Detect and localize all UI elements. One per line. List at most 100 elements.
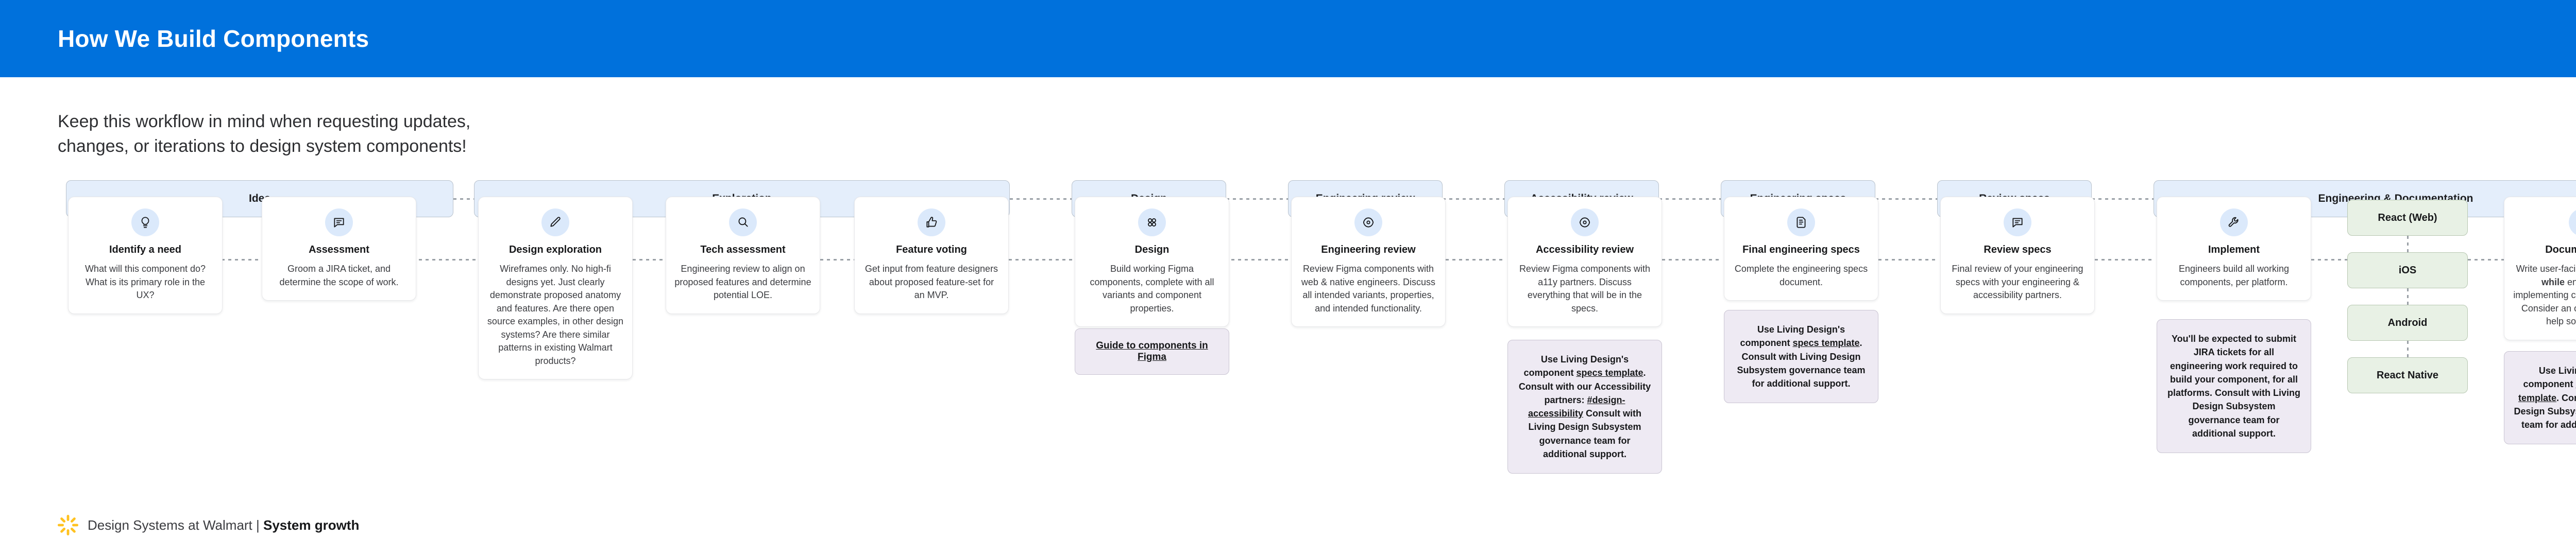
card-title: Engineering review [1321,244,1416,255]
document-icon [1787,208,1815,236]
card-title: Design [1134,244,1170,255]
link-pill-label: Guide to components in Figma [1096,340,1208,362]
card-identify-a-need[interactable]: Identify a need What will this component… [68,197,223,314]
card-assessment[interactable]: Assessment Groom a JIRA ticket, and dete… [262,197,416,301]
pencil-icon [541,208,569,236]
comment-lines-icon [2004,208,2031,236]
document-icon [2569,208,2576,236]
chip-label: React Native [2376,369,2439,381]
chip-label: React (Web) [2378,212,2437,223]
card-body: Get input from feature designers about p… [865,264,998,301]
footer-bold: System growth [263,517,360,533]
card-body: Write user-facing documentation while en… [2513,263,2576,328]
eye-target-icon [1354,208,1382,236]
phase-connector [1443,198,1504,200]
phase-connector [453,198,474,200]
card-implement[interactable]: Implement Engineers build all working co… [2157,197,2311,301]
specs-template-link[interactable]: specs template [1576,368,1643,378]
footer-prefix: Design Systems at Walmart | [88,517,263,533]
node-connector [1662,259,1720,260]
platform-chip-android[interactable]: Android [2347,305,2468,341]
node-connector [2311,259,2347,260]
card-body: Complete the engineering specs document. [1734,264,1868,287]
card-body: Final review of your engineering specs w… [1952,264,2083,301]
note-seg-3: Consult with Living Design Subsystem gov… [1528,408,1642,459]
phase-connector [1226,198,1288,200]
node-connector [1009,259,1076,260]
doc-body-post: engineers are implementing coded compone… [2513,276,2576,327]
intro-line-2: changes, or iterations to design system … [58,136,467,157]
guide-to-components-in-figma-link[interactable]: Guide to components in Figma [1075,328,1229,375]
node-connector [412,259,479,260]
card-documentation[interactable]: Documentation Write user-facing document… [2504,197,2576,340]
design-accessibility-channel-link[interactable]: #design-accessibility [1528,394,1625,419]
card-body: Groom a JIRA ticket, and determine the s… [279,264,399,287]
card-title: Identify a need [109,244,182,255]
workflow-board: Idea Exploration Design Engineering revi… [0,170,2576,479]
card-title: Design exploration [509,244,602,255]
card-design-exploration[interactable]: Design exploration Wireframes only. No h… [478,197,633,380]
chip-label: Android [2387,317,2428,328]
comment-lines-icon [325,208,353,236]
card-feature-voting[interactable]: Feature voting Get input from feature de… [854,197,1009,314]
platform-chip-ios[interactable]: iOS [2347,252,2468,288]
card-review-specs[interactable]: Review specs Final review of your engine… [1940,197,2095,314]
note-engineering-specs[interactable]: Use Living Design's component specs temp… [1724,310,1878,404]
note-implement-jira[interactable]: You'll be expected to submit JIRA ticket… [2157,319,2311,454]
card-title: Tech assessment [700,244,786,255]
card-final-engineering-specs[interactable]: Final engineering specs Complete the eng… [1724,197,1878,301]
node-connector [222,259,263,260]
card-title: Final engineering specs [1742,244,1860,255]
node-connector [2095,259,2153,260]
note-seg-2: . Consult with Living Design Subsystem g… [2514,392,2576,430]
card-accessibility-review[interactable]: Accessibility review Review Figma compon… [1507,197,1662,327]
page-title: How We Build Components [58,25,369,52]
chip-connector [2407,236,2409,252]
note-seg-1: Use Living Design's component [2523,366,2576,390]
card-title: Feature voting [896,244,967,255]
doc-body-bold: while [2541,276,2565,287]
node-connector [820,259,861,260]
note-accessibility-specs[interactable]: Use Living Design's component specs temp… [1507,340,1662,474]
node-connector [1446,259,1503,260]
walmart-spark-icon [58,515,78,535]
node-connector [1878,259,1936,260]
platform-chip-react-native[interactable]: React Native [2347,357,2468,393]
magnifier-icon [729,208,757,236]
card-design[interactable]: Design Build working Figma components, c… [1075,197,1229,327]
phase-connector [1875,198,1937,200]
node-connector [633,259,674,260]
note-seg-2: . Consult with our Accessibility partner… [1518,368,1651,405]
card-body: Build working Figma components, complete… [1090,264,1214,314]
wrench-icon [2220,208,2248,236]
specs-template-link[interactable]: specs template [1792,338,1860,349]
card-body: Engineering review to align on proposed … [674,264,811,301]
phase-connector [2092,198,2154,200]
eye-target-icon [1571,208,1599,236]
node-connector [2468,259,2504,260]
card-body: What will this component do? What is its… [84,264,206,301]
note-seg-1: Use Living Design's component [1523,354,1629,378]
note-documentation-template[interactable]: Use Living Design's component documentat… [2504,351,2576,445]
note-seg-1: Use Living Design's component [1740,324,1845,349]
card-title: Documentation [2545,244,2576,255]
card-body: Review Figma components with a11y partne… [1519,264,1651,314]
card-body: Wireframes only. No high-fi designs yet.… [487,264,624,366]
platform-chip-react-web[interactable]: React (Web) [2347,200,2468,236]
footer: Design Systems at Walmart | System growt… [58,515,359,535]
phase-connector [1659,198,1721,200]
thumbs-up-icon [918,208,945,236]
note-seg-2: . Consult with Living Design Subsystem g… [1737,338,1866,389]
lightbulb-icon [131,208,159,236]
phase-connector [1010,198,1072,200]
chip-label: iOS [2398,264,2417,276]
chip-connector [2407,341,2409,357]
components-icon [1138,208,1166,236]
card-title: Assessment [309,244,369,255]
intro-text: Keep this workflow in mind when requesti… [58,109,624,159]
intro-line-1: Keep this workflow in mind when requesti… [58,112,471,131]
card-engineering-review[interactable]: Engineering review Review Figma componen… [1291,197,1446,327]
card-title: Implement [2208,244,2260,255]
card-tech-assessment[interactable]: Tech assessment Engineering review to al… [666,197,820,314]
node-connector [1231,259,1289,260]
